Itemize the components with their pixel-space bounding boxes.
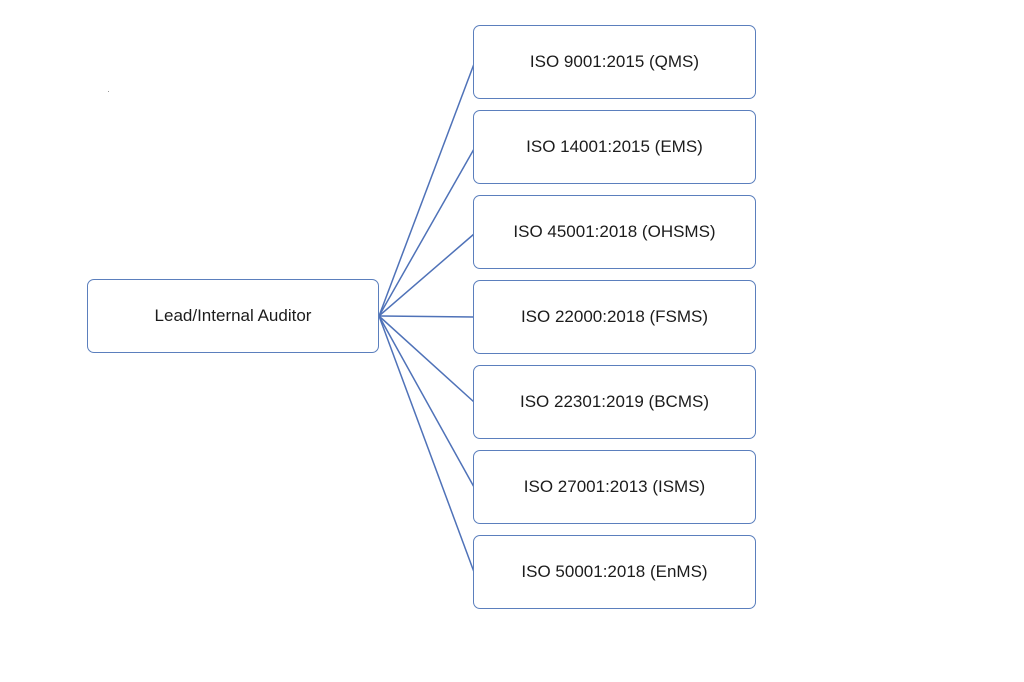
standard-node-iso-27001: ISO 27001:2013 (ISMS) [473,450,756,524]
connector-line-iso-22000 [378,315,475,318]
standard-node-label: ISO 45001:2018 (OHSMS) [513,222,716,241]
standard-node-label: ISO 14001:2015 (EMS) [526,137,703,156]
connector-line-iso-22301 [378,315,475,403]
standard-node-label: ISO 9001:2015 (QMS) [529,52,700,71]
standard-node-iso-22301: ISO 22301:2019 (BCMS) [473,365,756,439]
standard-node-label: ISO 27001:2013 (ISMS) [523,477,706,496]
standard-node-iso-14001: ISO 14001:2015 (EMS) [473,110,756,184]
root-node-label: Lead/Internal Auditor [154,306,312,325]
connector-line-iso-9001 [378,63,475,317]
connector-line-iso-45001 [378,233,475,317]
connector-line-iso-14001 [378,148,475,317]
standard-node-iso-50001: ISO 50001:2018 (EnMS) [473,535,756,609]
stray-dot [108,91,109,92]
standard-node-iso-45001: ISO 45001:2018 (OHSMS) [473,195,756,269]
standard-node-iso-9001: ISO 9001:2015 (QMS) [473,25,756,99]
root-node-lead-internal-auditor: Lead/Internal Auditor [87,279,379,353]
standard-node-label: ISO 22301:2019 (BCMS) [520,392,709,411]
connector-line-iso-27001 [378,315,475,488]
connector-line-iso-50001 [378,315,475,573]
standard-node-iso-22000: ISO 22000:2018 (FSMS) [473,280,756,354]
standard-node-label: ISO 22000:2018 (FSMS) [520,307,709,326]
standard-node-label: ISO 50001:2018 (EnMS) [521,562,708,581]
